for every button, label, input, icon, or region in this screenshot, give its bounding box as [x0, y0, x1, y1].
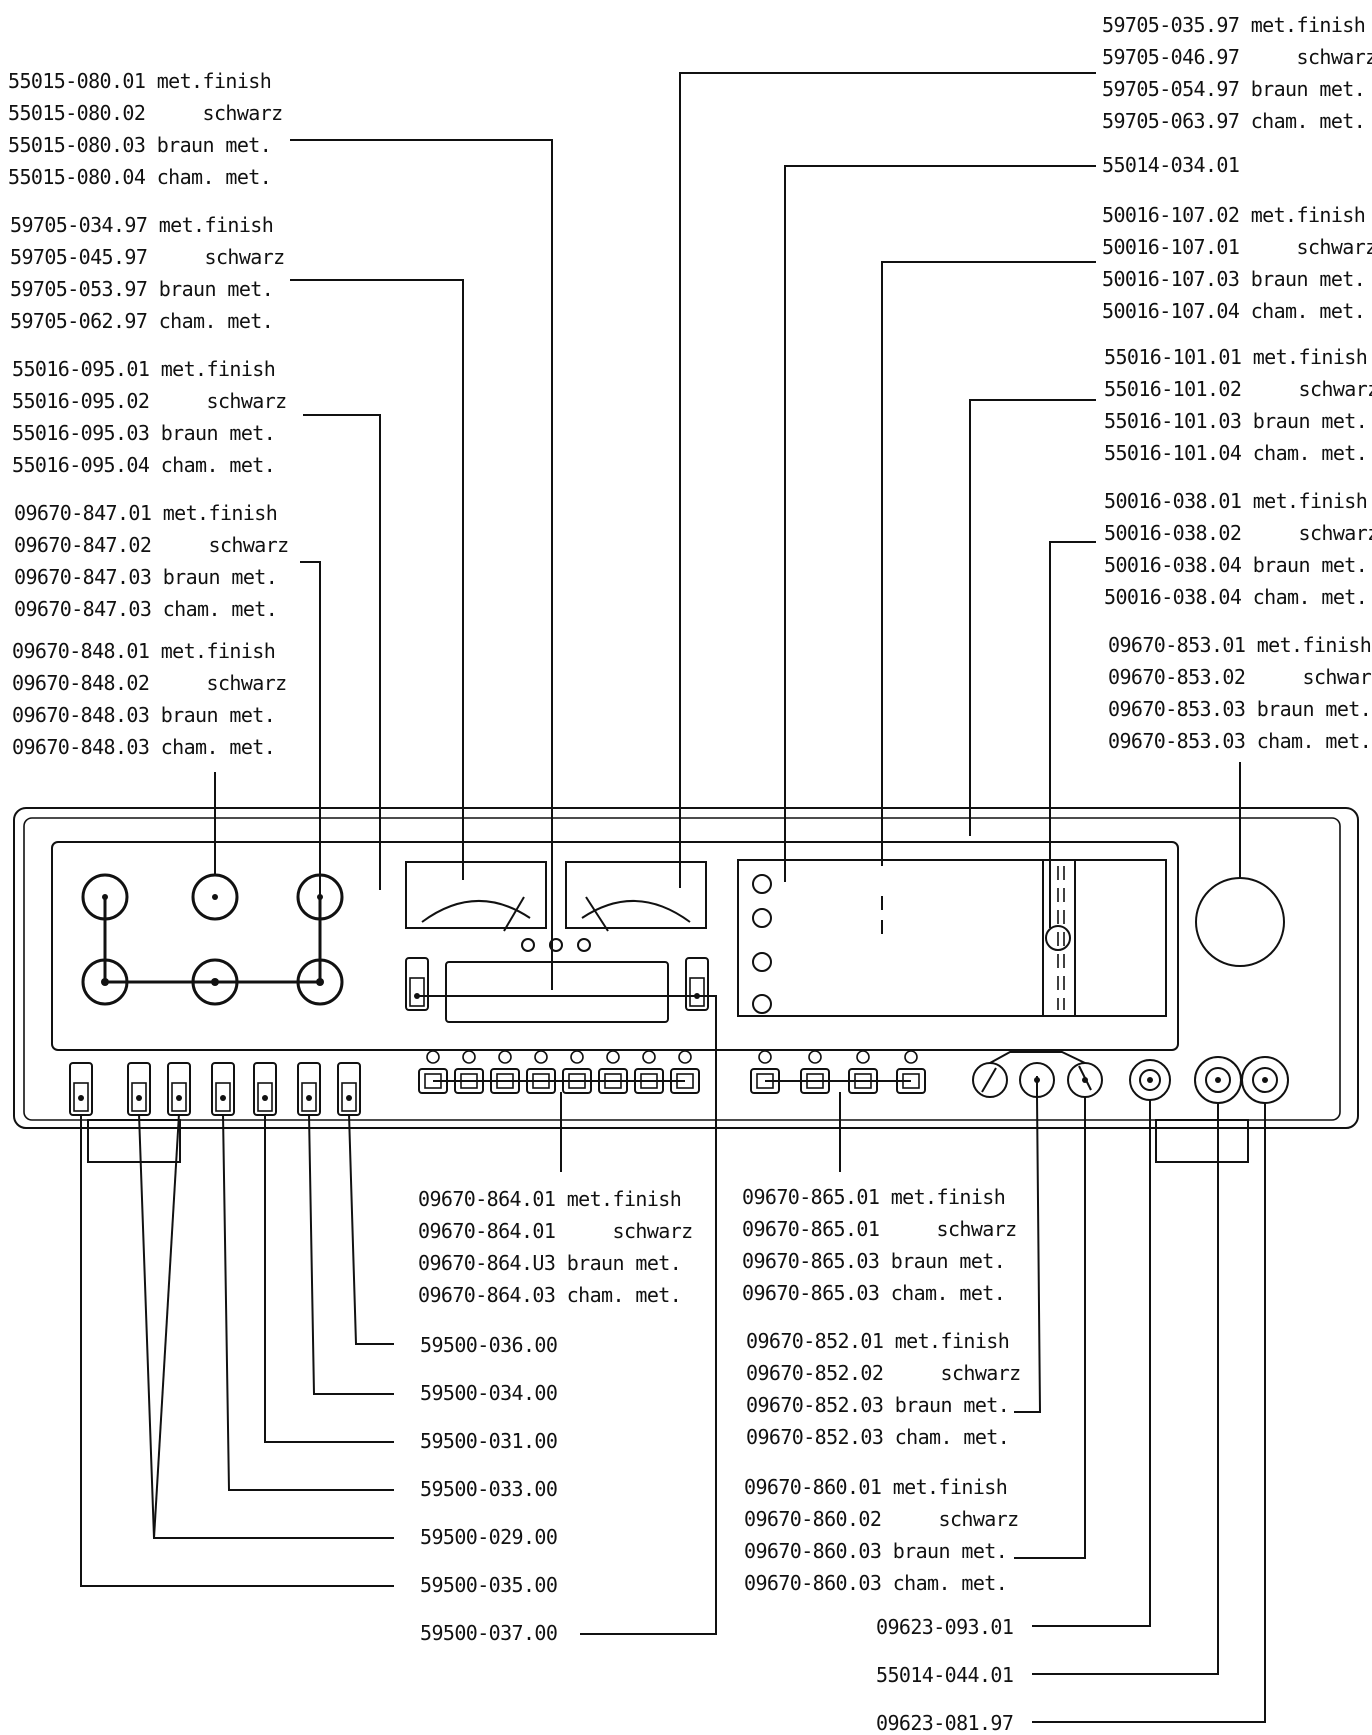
- label-g11-3: 09670-853.03 cham. met.: [1108, 729, 1371, 753]
- function-buttons-8: [418, 1050, 700, 1094]
- label-g15-1: 09670-860.02 schwarz: [744, 1507, 1019, 1531]
- label-g8-3: 50016-107.04 cham. met.: [1102, 299, 1365, 323]
- label-g4-0: 09670-847.01 met.finish: [14, 501, 277, 525]
- label-s10: 09623-081.97: [876, 1711, 1013, 1735]
- toggle-left: [405, 957, 429, 1011]
- label-g14-1: 09670-852.02 schwarz: [746, 1361, 1021, 1385]
- foot-right: [1155, 1119, 1249, 1163]
- label-g9-2: 55016-101.03 braun met.: [1104, 409, 1367, 433]
- label-g10-1: 50016-038.02 schwarz: [1104, 521, 1372, 545]
- leader-lines: [80, 72, 1266, 1723]
- label-s6: 59500-035.00: [420, 1573, 557, 1597]
- labels: 55015-080.01 met.finish 55015-080.02 sch…: [8, 13, 1372, 1735]
- label-g8-1: 50016-107.01 schwarz: [1102, 235, 1372, 259]
- label-g6-2: 59705-054.97 braun met.: [1102, 77, 1365, 101]
- label-g4-2: 09670-847.03 braun met.: [14, 565, 277, 589]
- vu-meter-left: [405, 861, 547, 929]
- label-g1-2: 55015-080.03 braun met.: [8, 133, 271, 157]
- label-s7: 59500-037.00: [420, 1621, 557, 1645]
- vu-meters: [405, 861, 707, 932]
- label-g12-1: 09670-864.01 schwarz: [418, 1219, 693, 1243]
- label-g3-1: 55016-095.02 schwarz: [12, 389, 287, 413]
- label-g12-0: 09670-864.01 met.finish: [418, 1187, 681, 1211]
- label-g9-0: 55016-101.01 met.finish: [1104, 345, 1367, 369]
- label-g14-3: 09670-852.03 cham. met.: [746, 1425, 1009, 1449]
- label-g11-2: 09670-853.03 braun met.: [1108, 697, 1371, 721]
- label-g5-3: 09670-848.03 cham. met.: [12, 735, 275, 759]
- label-g10-0: 50016-038.01 met.finish: [1104, 489, 1367, 513]
- label-g9-1: 55016-101.02 schwarz: [1104, 377, 1372, 401]
- tuner-scale: [737, 859, 1167, 1017]
- label-g15-0: 09670-860.01 met.finish: [744, 1475, 1007, 1499]
- label-g5-2: 09670-848.03 braun met.: [12, 703, 275, 727]
- label-g10-2: 50016-038.04 braun met.: [1104, 553, 1367, 577]
- label-g13-0: 09670-865.01 met.finish: [742, 1185, 1005, 1209]
- function-buttons-4: [750, 1050, 926, 1094]
- label-g12-3: 09670-864.03 cham. met.: [418, 1283, 681, 1307]
- label-g13-2: 09670-865.03 braun met.: [742, 1249, 1005, 1273]
- indicator-3: [577, 938, 591, 952]
- label-g10-3: 50016-038.04 cham. met.: [1104, 585, 1367, 609]
- label-s8: 09623-093.01: [876, 1615, 1013, 1639]
- label-g11-1: 09670-853.02 schwarz: [1108, 665, 1372, 689]
- label-g7-0: 55014-034.01: [1102, 153, 1239, 177]
- chassis-inner: [23, 817, 1341, 1121]
- label-s3: 59500-031.00: [420, 1429, 557, 1453]
- label-g1-3: 55015-080.04 cham. met.: [8, 165, 271, 189]
- label-g14-0: 09670-852.01 met.finish: [746, 1329, 1009, 1353]
- label-g2-1: 59705-045.97 schwarz: [10, 245, 285, 269]
- vu-meter-right: [565, 861, 707, 929]
- label-g11-0: 09670-853.01 met.finish: [1108, 633, 1371, 657]
- label-g5-0: 09670-848.01 met.finish: [12, 639, 275, 663]
- foot-left: [87, 1119, 181, 1163]
- label-g6-3: 59705-063.97 cham. met.: [1102, 109, 1365, 133]
- push-buttons-left: [69, 1062, 361, 1116]
- toggle-right: [685, 957, 709, 1011]
- dial-pointer: [1045, 925, 1071, 951]
- label-g15-3: 09670-860.03 cham. met.: [744, 1571, 1007, 1595]
- label-g15-2: 09670-860.03 braun met.: [744, 1539, 1007, 1563]
- label-s4: 59500-033.00: [420, 1477, 557, 1501]
- chassis-outer: [13, 807, 1359, 1129]
- label-g3-0: 55016-095.01 met.finish: [12, 357, 275, 381]
- label-g9-3: 55016-101.04 cham. met.: [1104, 441, 1367, 465]
- indicator-1: [521, 938, 535, 952]
- label-g1-0: 55015-080.01 met.finish: [8, 69, 271, 93]
- label-g4-3: 09670-847.03 cham. met.: [14, 597, 277, 621]
- label-s2: 59500-034.00: [420, 1381, 557, 1405]
- station-button-4: [752, 994, 772, 1014]
- label-g8-0: 50016-107.02 met.finish: [1102, 203, 1365, 227]
- label-g13-3: 09670-865.03 cham. met.: [742, 1281, 1005, 1305]
- label-g13-1: 09670-865.01 schwarz: [742, 1217, 1017, 1241]
- rotary-knobs: [972, 1051, 1103, 1098]
- jacks: [1129, 1056, 1289, 1104]
- label-g5-1: 09670-848.02 schwarz: [12, 671, 287, 695]
- selector-knob-group: [81, 873, 344, 1006]
- label-g8-2: 50016-107.03 braun met.: [1102, 267, 1365, 291]
- device-front-panel: [13, 807, 1359, 1163]
- station-button-3: [752, 952, 772, 972]
- station-button-1: [752, 874, 772, 894]
- label-g1-1: 55015-080.02 schwarz: [8, 101, 283, 125]
- label-g3-3: 55016-095.04 cham. met.: [12, 453, 275, 477]
- label-g6-0: 59705-035.97 met.finish: [1102, 13, 1365, 37]
- label-g3-2: 55016-095.03 braun met.: [12, 421, 275, 445]
- label-g6-1: 59705-046.97 schwarz: [1102, 45, 1372, 69]
- label-g2-2: 59705-053.97 braun met.: [10, 277, 273, 301]
- indicator-2: [549, 938, 563, 952]
- label-g14-2: 09670-852.03 braun met.: [746, 1393, 1009, 1417]
- label-s5: 59500-029.00: [420, 1525, 557, 1549]
- tuning-knob: [1195, 877, 1285, 967]
- label-g2-0: 59705-034.97 met.finish: [10, 213, 273, 237]
- label-g2-3: 59705-062.97 cham. met.: [10, 309, 273, 333]
- label-g4-1: 09670-847.02 schwarz: [14, 533, 289, 557]
- station-button-2: [752, 908, 772, 928]
- upper-panel: [51, 841, 1179, 1051]
- display-window: [445, 961, 669, 1023]
- label-s9: 55014-044.01: [876, 1663, 1013, 1687]
- label-s1: 59500-036.00: [420, 1333, 557, 1357]
- label-g12-2: 09670-864.U3 braun met.: [418, 1251, 681, 1275]
